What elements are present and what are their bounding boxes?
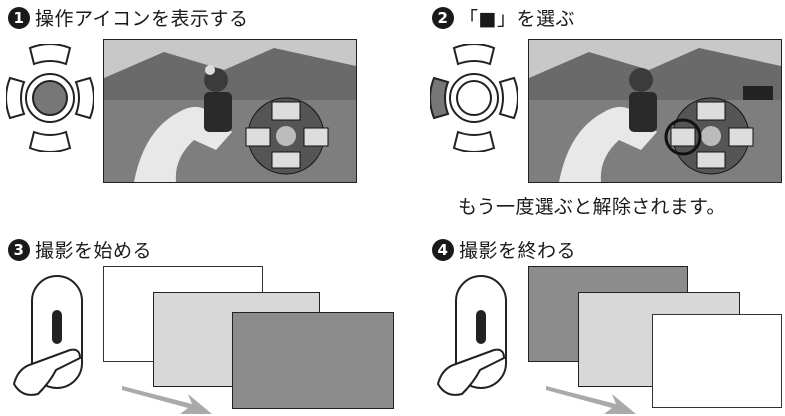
step-text: 「■」を選ぶ: [459, 8, 575, 30]
step-number: 1: [8, 6, 30, 29]
step-4-heading: 4 撮影を終わる: [432, 236, 576, 263]
carousel-photo-1: [103, 39, 357, 183]
arrow-icon: [546, 386, 636, 414]
frame-blank-end: [652, 314, 782, 408]
step-text: 撮影を終わる: [459, 240, 577, 262]
step-3-heading: 3 撮影を始める: [8, 236, 152, 263]
dpad-left-icon: [430, 44, 518, 152]
step-1-heading: 1 操作アイコンを表示する: [8, 4, 249, 31]
frame-recording: [232, 312, 394, 409]
step-text: 操作アイコンを表示する: [35, 8, 249, 30]
carousel-photo-2: [528, 39, 782, 183]
arrow-icon: [122, 386, 212, 414]
step-number: 4: [432, 238, 454, 261]
step-number: 3: [8, 238, 30, 261]
step-text: 撮影を始める: [35, 240, 153, 262]
step-2-heading: 2 「■」を選ぶ: [432, 4, 575, 31]
record-button-icon: [12, 275, 83, 396]
note-text: もう一度選ぶと解除されます。: [458, 196, 726, 218]
record-button-icon: [436, 275, 507, 396]
dpad-icon: [6, 44, 94, 152]
step-number: 2: [432, 6, 454, 29]
